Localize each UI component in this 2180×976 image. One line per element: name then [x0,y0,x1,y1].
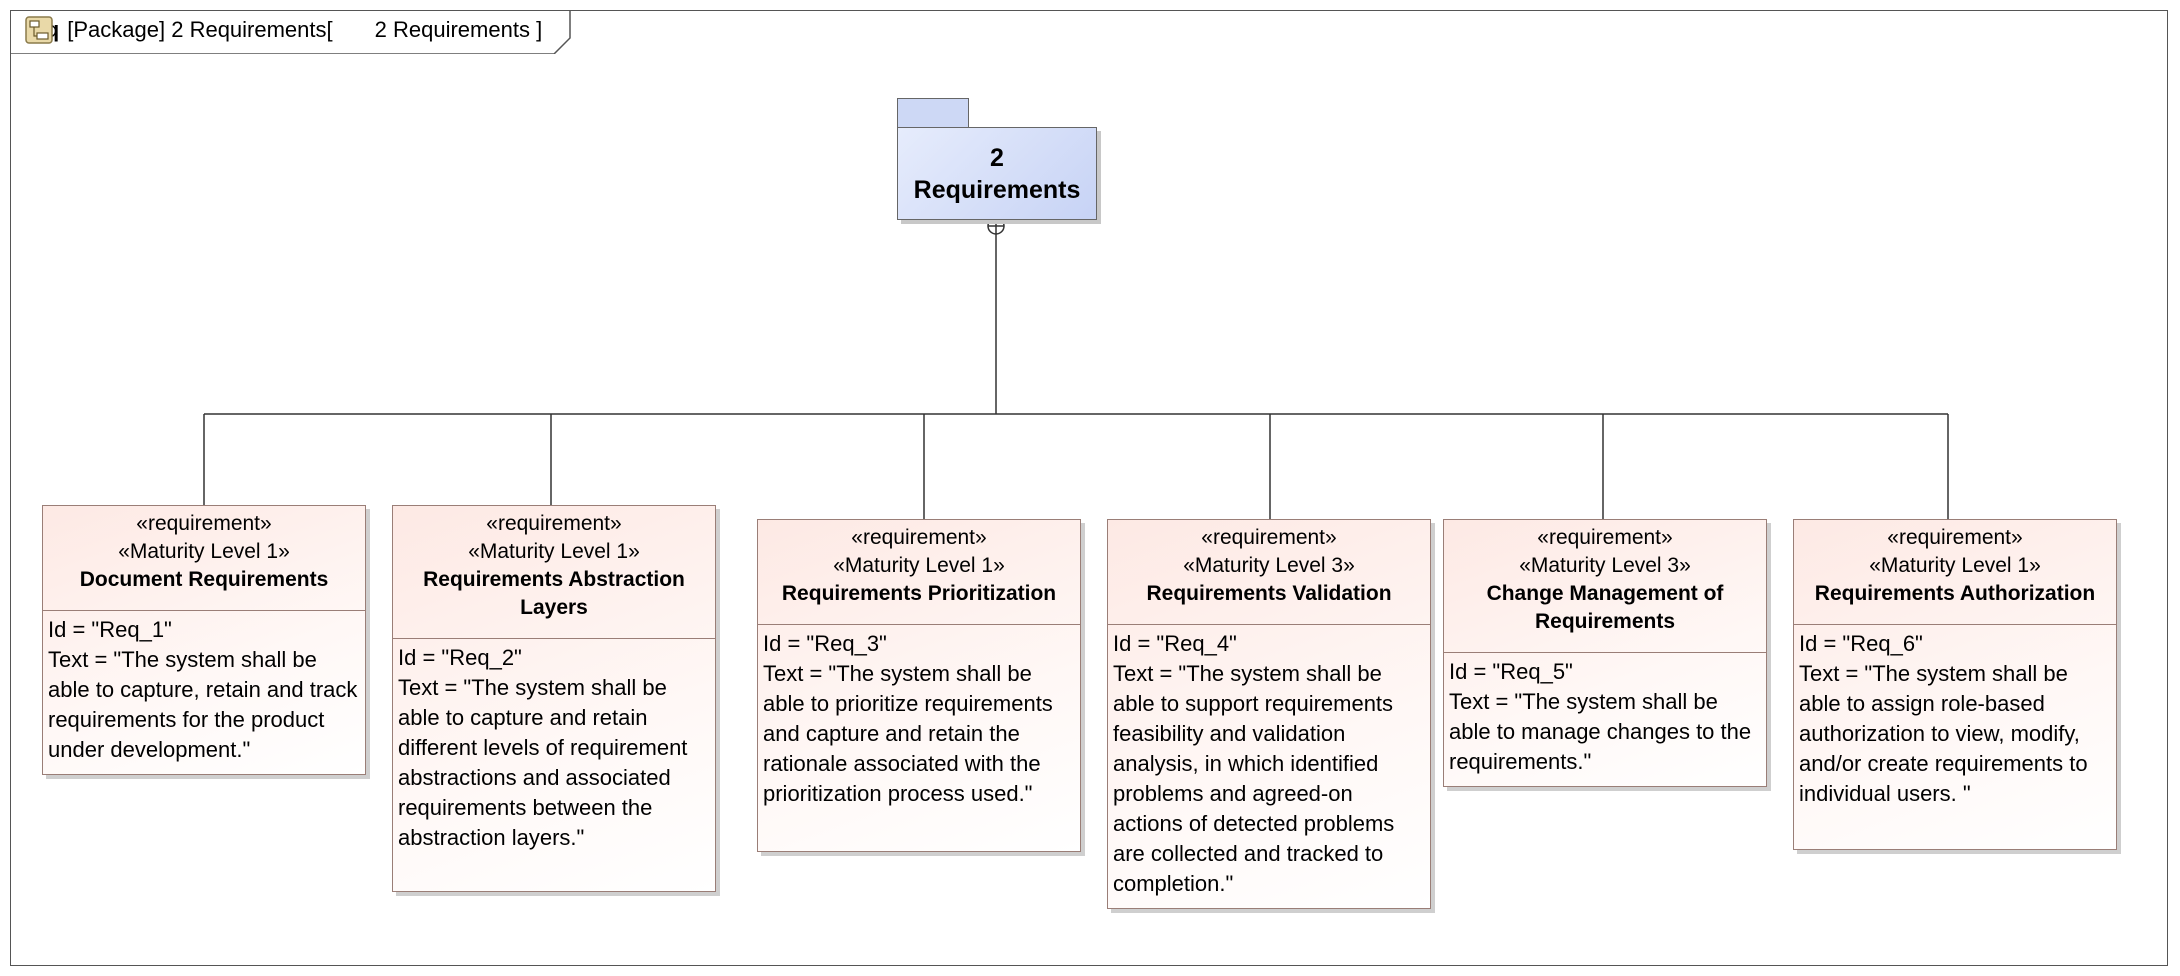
maturity-stereotype: «Maturity Level 1» [1869,554,2041,577]
requirement-name: Requirements Prioritization [781,582,1057,605]
requirement-id: Id = "Req_4" [1113,631,1237,656]
package-name-line2: Requirements [913,175,1081,204]
frame-bracket-open: [ [326,17,333,42]
diagram-frame [10,10,2168,966]
maturity-stereotype: «Maturity Level 1» [118,540,290,563]
requirement-block-req-5[interactable]: «requirement» «Maturity Level 3» Change … [1443,519,1767,787]
requirement-text: Text = "The system shall be able to capt… [398,675,688,850]
requirement-properties: Id = "Req_1" Text = "The system shall be… [43,611,365,765]
package-body: 2 Requirements [897,127,1097,220]
maturity-stereotype: «Maturity Level 1» [833,554,1005,577]
frame-name: 2 Requirements [171,17,327,42]
requirement-stereotype: «requirement» [851,526,987,549]
requirement-block-req-6[interactable]: «requirement» «Maturity Level 1» Require… [1793,519,2117,850]
frame-bracket-close: ] [536,17,543,42]
requirement-properties: Id = "Req_3" Text = "The system shall be… [758,625,1080,809]
diagram-icon [25,16,367,44]
requirement-text: Text = "The system shall be able to prio… [763,661,1053,806]
requirement-header: «requirement» «Maturity Level 1» Documen… [43,506,365,611]
requirement-id: Id = "Req_5" [1449,659,1573,684]
requirement-name: Document Requirements [79,568,329,591]
requirement-name: Requirements Authorization [1814,582,2096,605]
requirement-id: Id = "Req_2" [398,645,522,670]
requirement-block-req-1[interactable]: «requirement» «Maturity Level 1» Documen… [42,505,366,775]
requirement-text: Text = "The system shall be able to mana… [1449,689,1752,774]
requirement-header: «requirement» «Maturity Level 3» Change … [1444,520,1766,653]
requirement-stereotype: «requirement» [1537,526,1673,549]
requirement-block-req-3[interactable]: «requirement» «Maturity Level 1» Require… [757,519,1081,852]
requirement-properties: Id = "Req_6" Text = "The system shall be… [1794,625,2116,809]
package-name-line1: 2 [990,143,1004,172]
requirement-header: «requirement» «Maturity Level 1» Require… [1794,520,2116,625]
requirement-header: «requirement» «Maturity Level 3» Require… [1108,520,1430,625]
frame-ref-name: 2 Requirements [374,17,530,42]
requirement-properties: Id = "Req_5" Text = "The system shall be… [1444,653,1766,777]
requirement-id: Id = "Req_1" [48,617,172,642]
requirement-block-req-4[interactable]: «requirement» «Maturity Level 3» Require… [1107,519,1431,909]
package-tab [897,98,969,128]
requirement-text: Text = "The system shall be able to supp… [1113,661,1395,896]
maturity-stereotype: «Maturity Level 3» [1519,554,1691,577]
requirement-text: Text = "The system shall be able to assi… [1799,661,2088,806]
requirement-name: Change Management of Requirements [1486,582,1724,633]
requirement-header: «requirement» «Maturity Level 1» Require… [393,506,715,639]
diagram-frame-header: req [Package] 2 Requirements[ 2 Requirem… [10,10,571,54]
requirement-block-req-2[interactable]: «requirement» «Maturity Level 1» Require… [392,505,716,892]
maturity-stereotype: «Maturity Level 1» [468,540,640,563]
requirement-properties: Id = "Req_4" Text = "The system shall be… [1108,625,1430,899]
frame-tab-outline [10,10,571,54]
requirement-name: Requirements Abstraction Layers [423,568,685,619]
requirement-stereotype: «requirement» [136,512,272,535]
requirement-header: «requirement» «Maturity Level 1» Require… [758,520,1080,625]
requirement-properties: Id = "Req_2" Text = "The system shall be… [393,639,715,853]
maturity-stereotype: «Maturity Level 3» [1183,554,1355,577]
requirement-name: Requirements Validation [1146,582,1392,605]
containment-anchor-icon [987,217,1005,235]
requirement-text: Text = "The system shall be able to capt… [48,647,358,762]
requirement-id: Id = "Req_6" [1799,631,1923,656]
requirement-stereotype: «requirement» [1201,526,1337,549]
frame-type: [Package] [67,17,166,42]
requirement-id: Id = "Req_3" [763,631,887,656]
requirement-stereotype: «requirement» [1887,526,2023,549]
requirement-stereotype: «requirement» [486,512,622,535]
